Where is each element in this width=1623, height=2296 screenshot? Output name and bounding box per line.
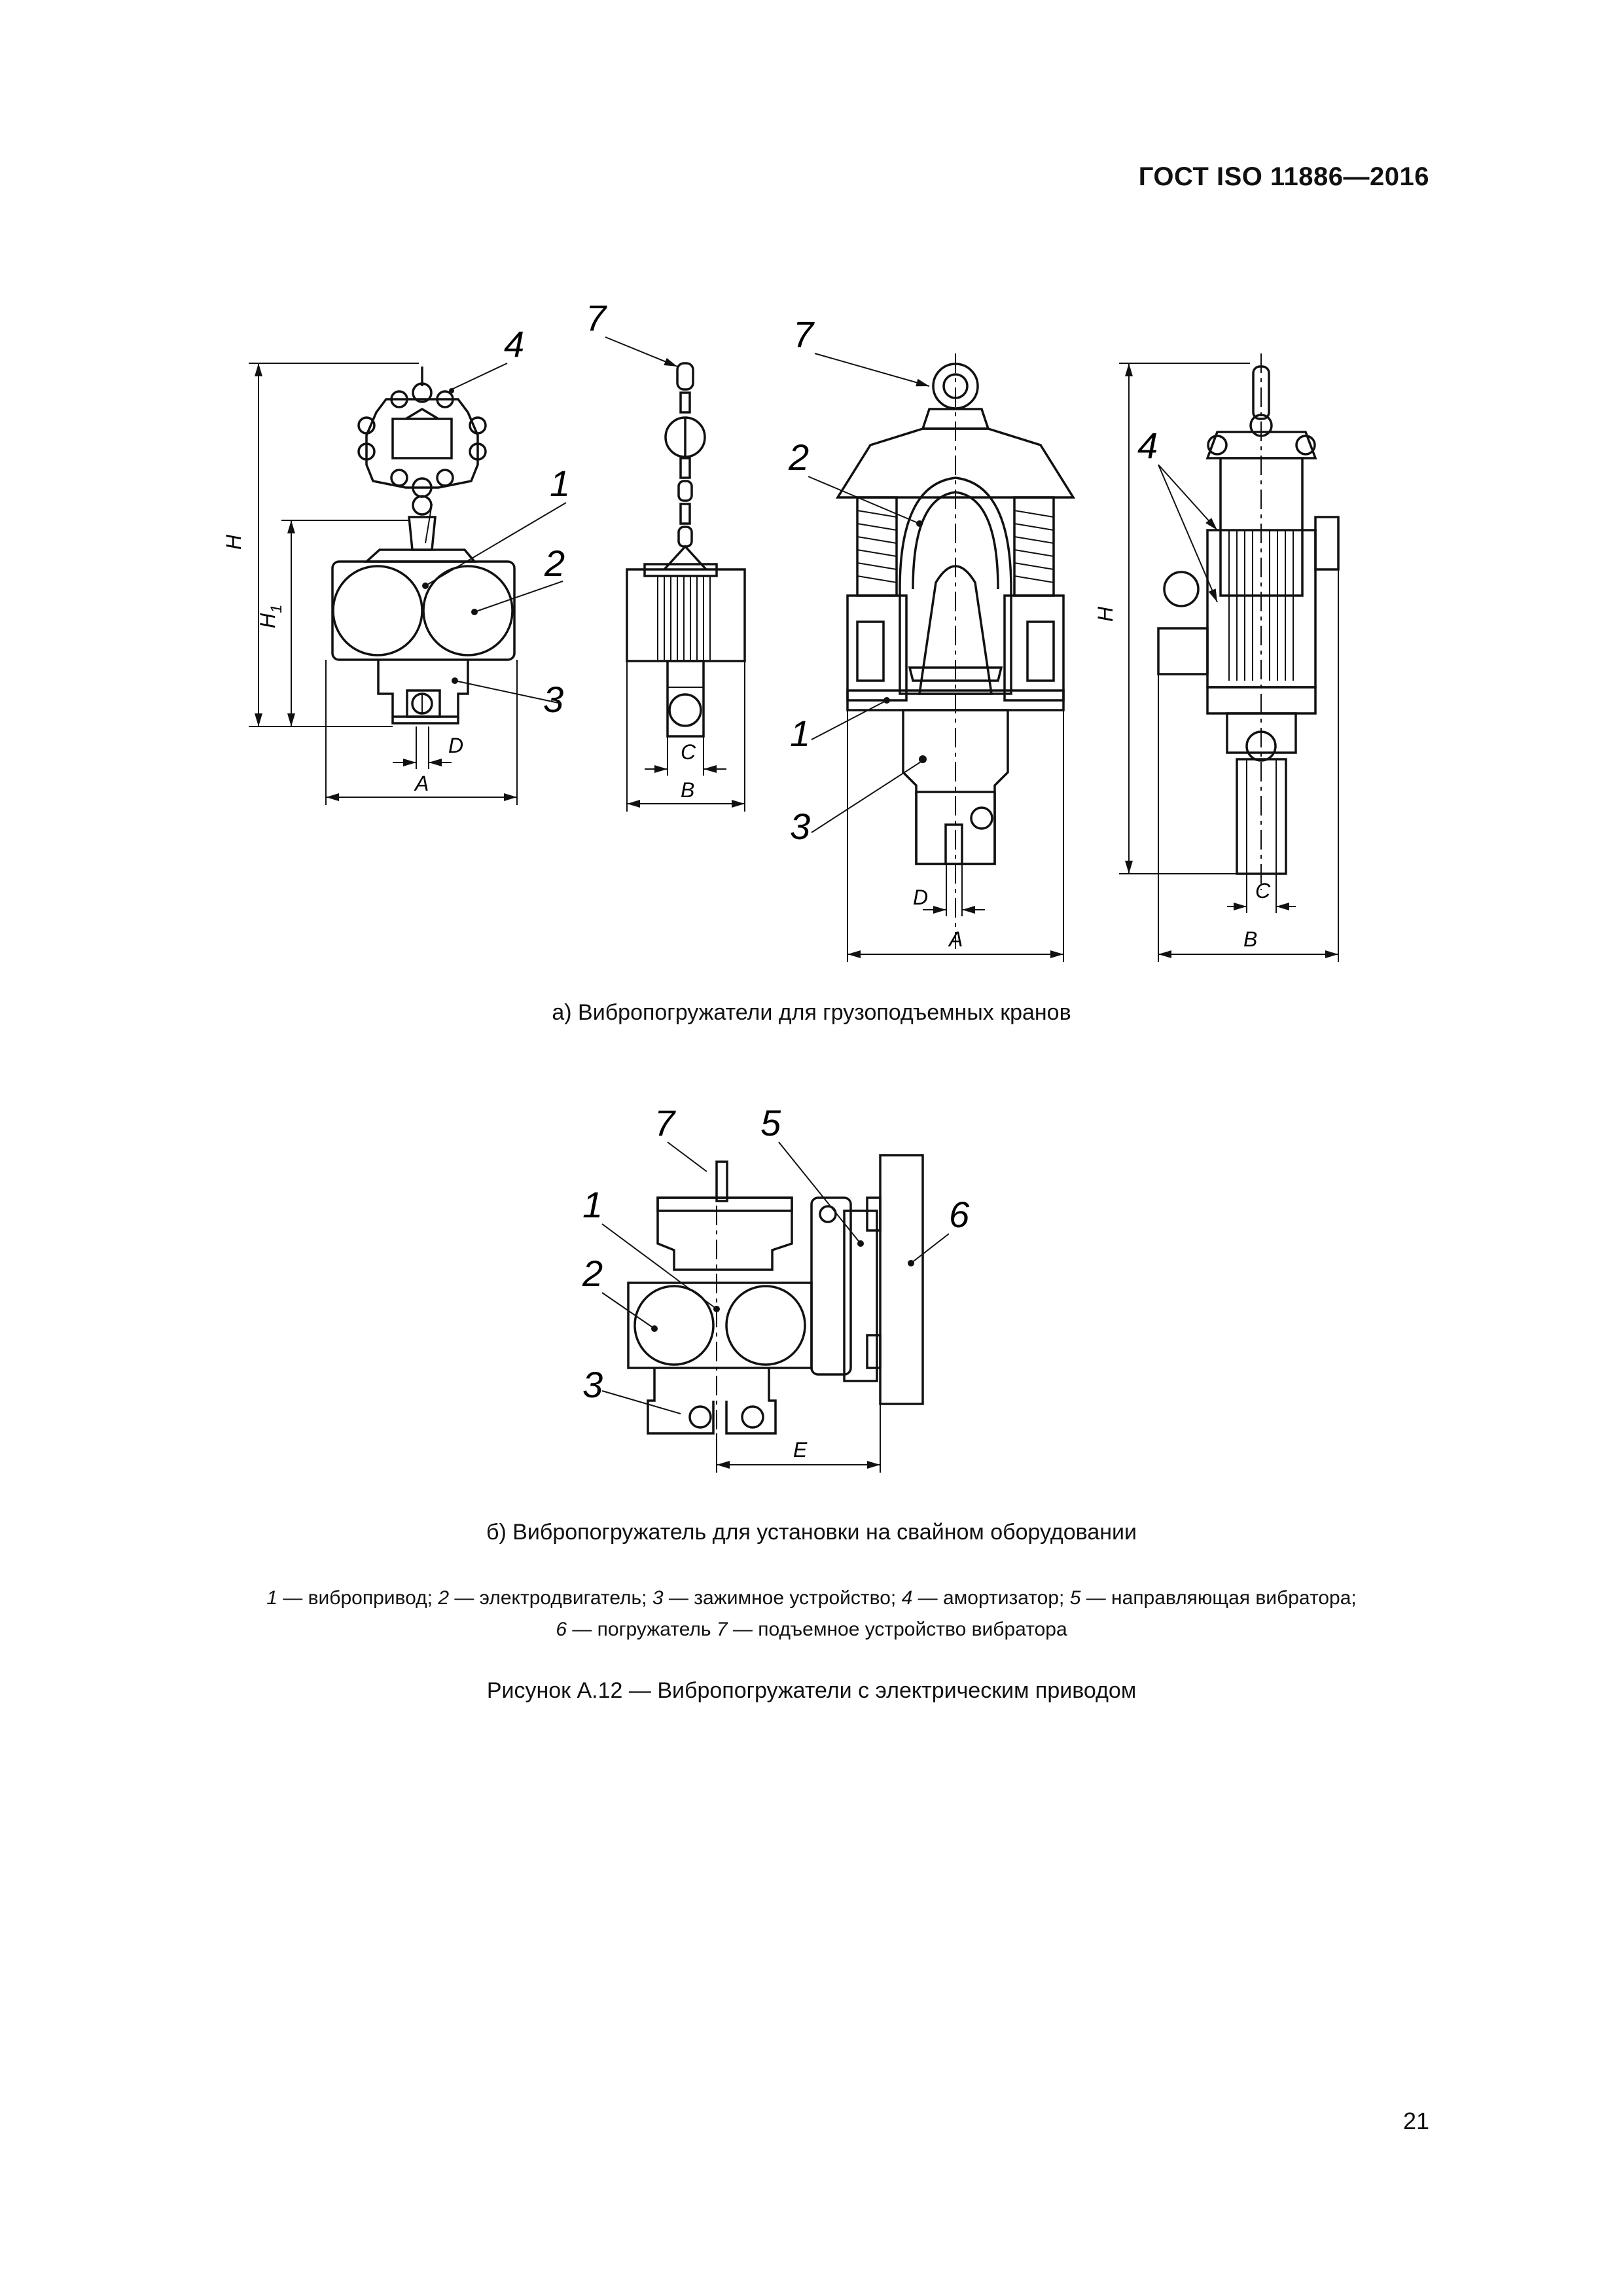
callout-1-b: 1 <box>582 1184 603 1225</box>
legend-text-1: — вибропривод; <box>277 1587 438 1609</box>
legend-text-6: — погружатель <box>567 1619 717 1640</box>
figure-a-caption: а) Вибропогружатели для грузоподъемных к… <box>552 1000 1071 1025</box>
callout-2-a3: 2 <box>788 437 809 478</box>
dim-A-1: A <box>414 772 429 795</box>
shock-absorber-head <box>357 367 487 516</box>
figure-a-view-3: 7 2 <box>788 314 1076 962</box>
dim-D-2: D <box>913 886 928 909</box>
legend-text-5: — направляющая вибратора; <box>1080 1587 1357 1609</box>
document-header: ГОСТ ISO 11886—2016 <box>1138 162 1429 191</box>
figure-b-caption: б) Вибропогружатель для установки на сва… <box>486 1520 1137 1545</box>
dim-B-2: B <box>1243 927 1257 951</box>
dim-E: E <box>793 1438 808 1462</box>
dim-H1: H1 <box>256 605 285 628</box>
figure-a-view-1: 4 1 2 3 H H1 D A <box>222 323 570 805</box>
legend-num-2: 2 <box>438 1587 450 1609</box>
legend-text-4: — амортизатор; <box>912 1587 1070 1609</box>
vibrator-body <box>331 548 516 725</box>
legend: 1 — вибропривод; 2 — электродвигатель; 3… <box>0 1583 1623 1645</box>
legend-text-2: — электродвигатель; <box>449 1587 652 1609</box>
callout-1: 1 <box>550 463 570 504</box>
dim-C-1: C <box>681 740 696 764</box>
legend-text-3: — зажимное устройство; <box>663 1587 902 1609</box>
figure-a-view-2: 7 <box>586 297 746 812</box>
dim-H-2: H <box>1094 606 1117 622</box>
suspension-link <box>408 516 437 551</box>
motor-body-side <box>626 563 746 738</box>
dim-D: D <box>448 734 463 757</box>
legend-num-4: 4 <box>901 1587 913 1609</box>
callout-4: 4 <box>504 323 524 365</box>
legend-num-1: 1 <box>266 1587 277 1609</box>
callout-5-b: 5 <box>760 1102 781 1143</box>
springs-side <box>1228 530 1294 681</box>
figure-b-drawing: 7 5 6 1 2 3 <box>582 1102 970 1473</box>
callout-7-a3: 7 <box>793 314 815 355</box>
legend-line-2: 6 — погружатель 7 — подъемное устройство… <box>0 1614 1623 1645</box>
callout-3-b: 3 <box>582 1364 603 1405</box>
legend-text-7: — подъемное устройство вибратора <box>727 1619 1067 1640</box>
callout-2-b: 2 <box>582 1253 603 1294</box>
callout-2: 2 <box>544 543 565 584</box>
legend-num-6: 6 <box>556 1619 567 1640</box>
callout-7-b: 7 <box>654 1102 676 1143</box>
springs-left <box>856 496 898 597</box>
callout-1-a3: 1 <box>790 713 810 754</box>
page-number: 21 <box>1402 2108 1429 2134</box>
springs-right <box>1013 496 1055 597</box>
callout-4-a4: 4 <box>1137 425 1158 466</box>
dim-A-2: A <box>948 927 963 951</box>
lifting-chain <box>663 362 707 571</box>
dim-H: H <box>222 534 245 550</box>
legend-num-5: 5 <box>1069 1587 1081 1609</box>
callout-6-b: 6 <box>949 1194 970 1235</box>
callout-3-a3: 3 <box>790 806 810 847</box>
legend-line-1: 1 — вибропривод; 2 — электродвигатель; 3… <box>0 1583 1623 1614</box>
dim-C-2: C <box>1255 879 1271 903</box>
figure-title: Рисунок А.12 — Вибропогружатели с электр… <box>486 1678 1137 1703</box>
callout-3: 3 <box>543 679 563 720</box>
dim-B-1: B <box>681 778 694 802</box>
legend-num-7: 7 <box>716 1619 728 1640</box>
figure-a-view-4: 4 <box>1094 353 1340 962</box>
legend-num-3: 3 <box>652 1587 664 1609</box>
callout-7-a2: 7 <box>586 297 607 338</box>
